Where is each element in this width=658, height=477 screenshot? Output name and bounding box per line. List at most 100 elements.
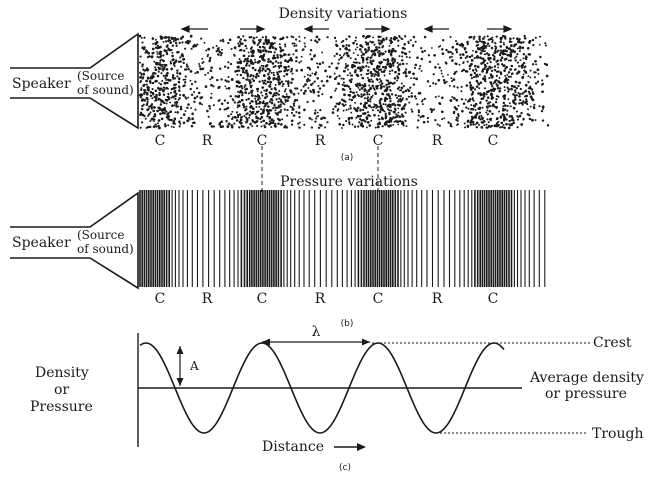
air-particle (169, 110, 173, 114)
air-particle (321, 51, 324, 54)
air-particle (349, 87, 352, 91)
air-particle (515, 94, 518, 97)
air-particle (157, 44, 159, 47)
air-particle (405, 74, 408, 78)
air-particle (171, 51, 174, 54)
air-particle (220, 78, 223, 81)
air-particle (268, 78, 271, 81)
air-particle (528, 92, 532, 95)
air-particle (334, 105, 337, 108)
air-particle (258, 80, 261, 83)
air-particle (507, 59, 510, 62)
air-particle (204, 85, 208, 88)
air-particle (501, 126, 504, 129)
air-particle (384, 50, 387, 53)
air-particle (346, 54, 350, 58)
air-particle (258, 55, 261, 59)
air-particle (449, 50, 453, 54)
air-particle (283, 95, 287, 99)
air-particle (353, 61, 356, 64)
air-particle (468, 67, 471, 70)
air-particle (376, 123, 379, 126)
air-particle (158, 88, 162, 92)
air-particle (390, 37, 393, 40)
air-particle (272, 54, 276, 57)
air-particle (143, 36, 146, 39)
air-particle (270, 126, 273, 128)
air-particle (393, 58, 396, 61)
air-particle (478, 116, 481, 120)
air-particle (251, 78, 254, 81)
air-particle (277, 78, 280, 81)
air-particle (261, 101, 265, 105)
air-particle (303, 123, 306, 126)
air-particle (200, 37, 203, 40)
wavelength-marker: λ (262, 324, 370, 346)
air-particle (285, 126, 288, 129)
air-particle (410, 92, 413, 95)
air-particle (248, 79, 252, 83)
air-particle (536, 68, 540, 72)
arrow-right-icon (240, 25, 266, 33)
air-particle (481, 70, 484, 73)
air-particle (510, 44, 513, 48)
air-particle (280, 55, 283, 58)
air-particle (516, 61, 519, 64)
air-particle (347, 44, 351, 47)
air-particle (239, 73, 243, 77)
air-particle (364, 48, 367, 51)
air-particle (312, 88, 315, 92)
air-particle (264, 92, 268, 96)
air-particle (179, 37, 183, 40)
air-particle (149, 81, 152, 84)
air-particle (261, 69, 264, 72)
air-particle (473, 88, 477, 91)
air-particle (325, 79, 329, 83)
air-particle (473, 105, 476, 108)
air-particle (248, 116, 251, 119)
air-particle (267, 105, 270, 108)
air-particle (307, 77, 310, 80)
air-particle (457, 114, 460, 118)
air-particle (261, 67, 265, 70)
air-particle (258, 105, 261, 108)
air-particle (378, 101, 382, 105)
air-particle (209, 56, 212, 60)
air-particle (177, 85, 181, 88)
air-particle (210, 92, 213, 95)
air-particle (441, 118, 444, 121)
air-particle (345, 51, 349, 55)
air-particle (345, 84, 349, 88)
air-particle (190, 124, 194, 128)
air-particle (461, 109, 464, 113)
air-particle (225, 107, 228, 111)
air-particle (509, 68, 512, 71)
air-particle (159, 83, 163, 86)
air-particle (210, 125, 214, 128)
air-particle (172, 58, 175, 61)
air-particle (260, 112, 263, 115)
air-particle (166, 113, 169, 116)
air-particle (364, 84, 367, 88)
air-particle (402, 90, 405, 94)
air-particle (287, 65, 290, 68)
air-particle (271, 46, 275, 49)
air-particle (468, 81, 472, 84)
air-particle (486, 52, 489, 55)
air-particle (377, 39, 381, 42)
air-particle (389, 103, 392, 107)
air-particle (206, 109, 209, 113)
air-particle (358, 48, 362, 51)
air-particle (481, 97, 484, 100)
air-particle (346, 68, 349, 71)
air-particle (174, 86, 177, 89)
air-particle (290, 67, 294, 71)
air-particle (279, 61, 283, 64)
air-particle (473, 57, 476, 60)
air-particle (474, 68, 477, 71)
air-particle (403, 105, 406, 108)
air-particle (192, 45, 195, 48)
air-particle (390, 109, 393, 112)
air-particle (475, 79, 478, 83)
air-particle (468, 97, 472, 101)
